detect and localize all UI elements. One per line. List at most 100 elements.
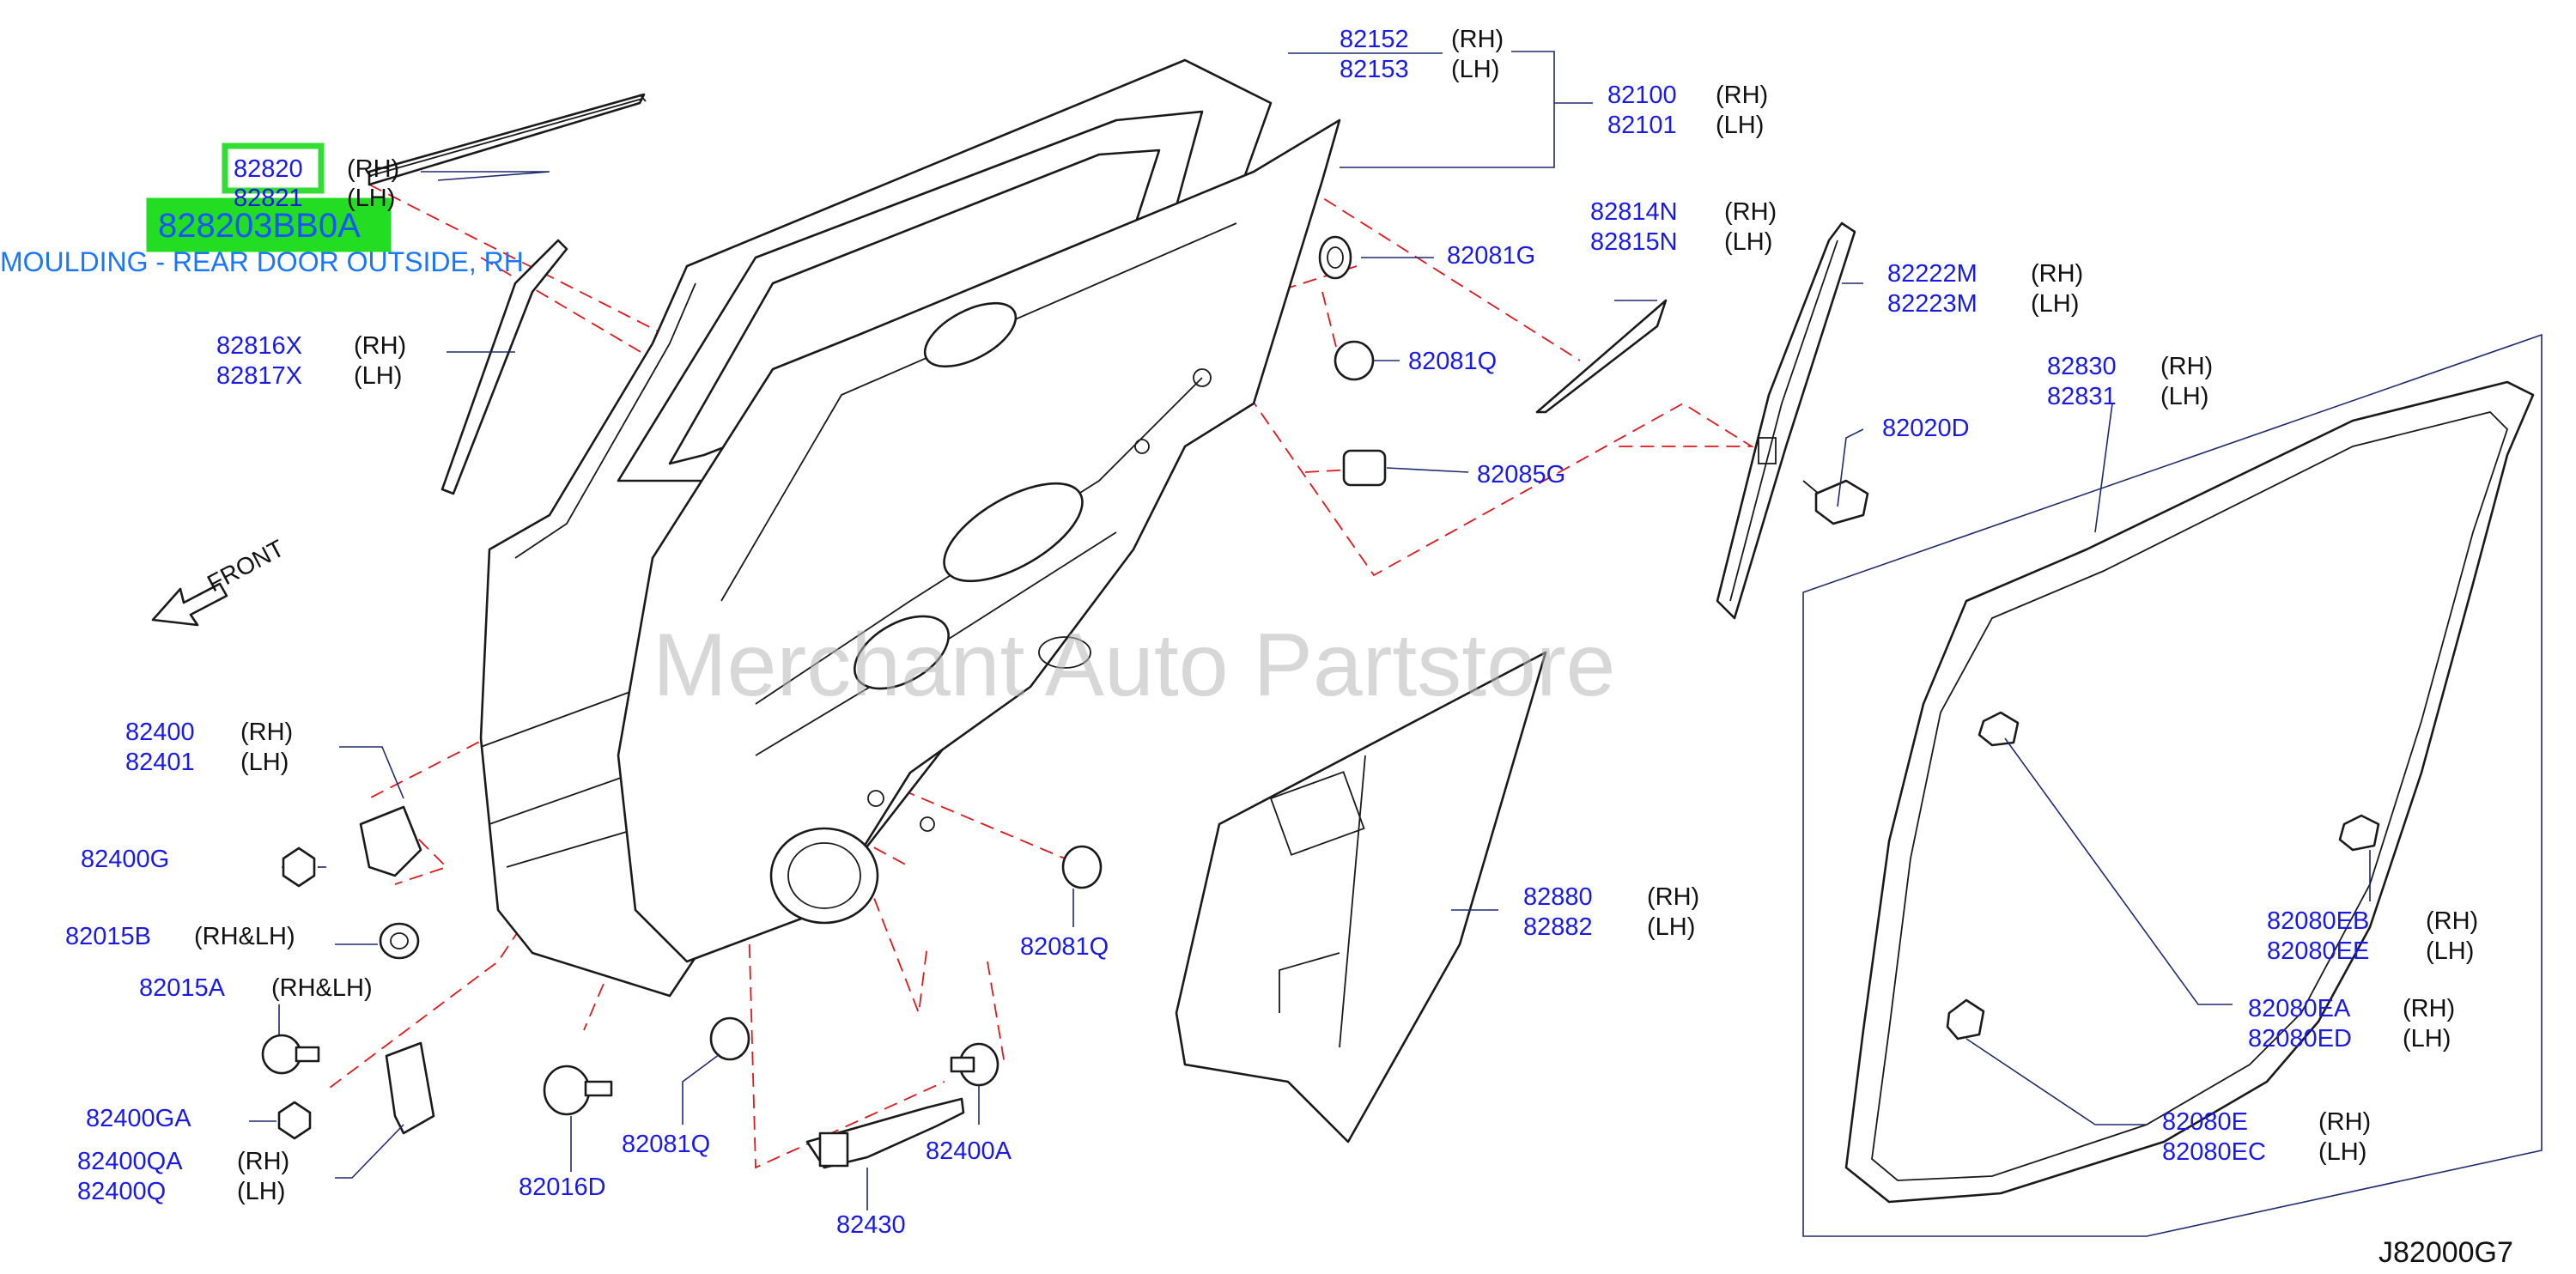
part-number[interactable]: 82101 (1607, 112, 1677, 139)
callout-82015b[interactable]: 82015B (RH&LH) (65, 923, 295, 950)
callout-82015a[interactable]: 82015A(RH&LH) (139, 974, 373, 1002)
part-number[interactable]: 82400A (926, 1138, 1012, 1165)
callout-labels: 82152 (RH) 82153 (LH) 82100 (RH) 82101 (LH) 82… (65, 26, 2478, 1239)
part-number[interactable]: 82814N (1590, 198, 1678, 226)
rear-door-shell (479, 58, 1341, 998)
side-label: (LH) (2426, 937, 2474, 965)
part-number[interactable]: 82830 (2047, 353, 2117, 380)
callout-82400[interactable]: 82400(RH)82401(LH) (125, 719, 293, 776)
highlight-full-part-number[interactable]: 828203BB0A (158, 207, 361, 245)
part-number[interactable]: 82080ED (2248, 1025, 2352, 1053)
part-number[interactable]: 82153 (1340, 56, 1409, 83)
callout-82081q-bottom[interactable]: 82081Q (622, 1131, 710, 1158)
part-number[interactable]: 82080EB (2267, 907, 2369, 935)
grommet-82081g (1318, 235, 1352, 280)
part-number[interactable]: 82400GA (86, 1105, 191, 1132)
part-number[interactable]: 82100 (1607, 82, 1677, 109)
callout-82400a[interactable]: 82400A (926, 1138, 1012, 1165)
callout-82400ga[interactable]: 82400GA (86, 1105, 191, 1132)
bolt-82015a (261, 1034, 320, 1075)
plug-82081q-top (1334, 340, 1375, 381)
callout-82816x[interactable]: 82816X(RH)82817X(LH) (216, 332, 406, 390)
side-label: (RH) (1451, 26, 1504, 53)
part-number[interactable]: 82817X (216, 362, 302, 390)
part-number[interactable]: 82081Q (1408, 348, 1497, 375)
front-arrow-icon (151, 582, 228, 627)
part-number[interactable]: 82880 (1523, 883, 1593, 911)
door-check-82430 (805, 1097, 965, 1169)
side-label: (LH) (2318, 1138, 2366, 1166)
clip-82020d (1802, 479, 1869, 525)
hinge-upper-82400 (359, 805, 422, 877)
part-number[interactable]: 82080E (2162, 1108, 2248, 1136)
callout-82080ea[interactable]: 82080EA(RH)82080ED(LH) (2248, 995, 2455, 1053)
corner-piece (1535, 299, 1668, 414)
side-label: (LH) (1647, 913, 1695, 941)
side-label: (RH) (2160, 353, 2213, 380)
part-number[interactable]: 82820 (234, 155, 303, 183)
part-number[interactable]: 82081Q (1020, 933, 1109, 961)
callout-82400g[interactable]: 82400G (81, 846, 169, 873)
sealing-screen-82880 (1175, 651, 1547, 1144)
part-number[interactable]: 82400 (125, 719, 195, 746)
side-label: (LH) (237, 1178, 285, 1205)
part-number[interactable]: 82223M (1887, 290, 1978, 318)
part-number[interactable]: 82080EA (2248, 995, 2351, 1022)
part-number[interactable]: 82015A (139, 974, 226, 1002)
side-label: (RH&LH) (194, 923, 295, 950)
callout-82081g[interactable]: 82081G (1447, 242, 1535, 270)
side-label: (LH) (347, 185, 395, 212)
front-arrow: FRONT (151, 535, 289, 627)
callout-82080e[interactable]: 82080E(RH)82080EC(LH) (2162, 1108, 2371, 1166)
part-number[interactable]: 82882 (1523, 913, 1593, 941)
callout-82016d[interactable]: 82016D (519, 1174, 606, 1201)
callout-82820[interactable]: 82820(RH)82821(LH) (234, 155, 399, 212)
watermark-text: Merchant Auto Partstore (653, 616, 1615, 715)
side-label: (RH) (1716, 82, 1768, 109)
part-number[interactable]: 82430 (836, 1211, 906, 1239)
side-label: (RH) (237, 1148, 289, 1175)
part-number[interactable]: 82020D (1882, 415, 1970, 442)
part-number[interactable]: 82400G (81, 846, 169, 873)
part-number[interactable]: 82401 (125, 749, 195, 776)
side-label: (RH) (2403, 995, 2455, 1022)
callout-82081q-top[interactable]: 82081Q (1408, 348, 1497, 375)
front-label: FRONT (203, 535, 289, 598)
part-number[interactable]: 82080EC (2162, 1138, 2266, 1166)
part-number[interactable]: 82815N (1590, 228, 1678, 256)
plug-82081q-bottom (709, 1016, 750, 1061)
bumper-82085g (1342, 449, 1387, 487)
callout-82080eb[interactable]: 82080EB(RH)82080EE(LH) (2267, 907, 2478, 965)
callout-82880[interactable]: 82880(RH)82882(LH) (1523, 883, 1699, 941)
part-number[interactable]: 82821 (234, 185, 303, 212)
highlight-box-828203bb0a (146, 197, 392, 252)
part-number[interactable]: 82222M (1887, 260, 1978, 288)
part-number[interactable]: 82400QA (77, 1148, 183, 1175)
callout-82400qa[interactable]: 82400QA (RH) 82400Q (LH) (77, 1148, 289, 1205)
part-number[interactable]: 82016D (519, 1174, 606, 1201)
side-label: (LH) (2031, 290, 2079, 318)
callout-82100[interactable]: 82100(RH)82101(LH) (1607, 82, 1768, 139)
part-number[interactable]: 82831 (2047, 383, 2117, 410)
side-label: (LH) (2160, 383, 2208, 410)
part-number[interactable]: 82085G (1477, 461, 1565, 488)
callout-82081q-mid[interactable]: 82081Q (1020, 933, 1109, 961)
nut-82400g (282, 846, 316, 888)
callout-82085g[interactable]: 82085G (1477, 461, 1565, 488)
callout-82020d[interactable]: 82020D (1882, 415, 1970, 442)
part-number[interactable]: 82080EE (2267, 937, 2369, 965)
callout-82152[interactable]: 82152(RH)82153(LH) (1340, 26, 1504, 83)
part-number[interactable]: 82081Q (622, 1131, 710, 1158)
bolt-82016d (543, 1065, 613, 1116)
callout-82830[interactable]: 82830 (RH) 82831 (LH) (2047, 353, 2213, 410)
part-number[interactable]: 82400Q (77, 1178, 166, 1205)
part-number[interactable]: 82152 (1340, 26, 1409, 53)
part-number[interactable]: 82816X (216, 332, 302, 360)
side-label: (RH) (1724, 198, 1777, 226)
part-number[interactable]: 82015B (65, 923, 151, 950)
highlight-overlay: 828203BB0A MOULDING - REAR DOOR OUTSIDE,… (0, 143, 524, 277)
part-number[interactable]: 82081G (1447, 242, 1535, 270)
callout-82222m[interactable]: 82222M(RH)82223M(LH) (1887, 260, 2083, 318)
callout-82814n[interactable]: 82814N(RH)82815N(LH) (1590, 198, 1777, 256)
callout-82430[interactable]: 82430 (836, 1211, 906, 1239)
